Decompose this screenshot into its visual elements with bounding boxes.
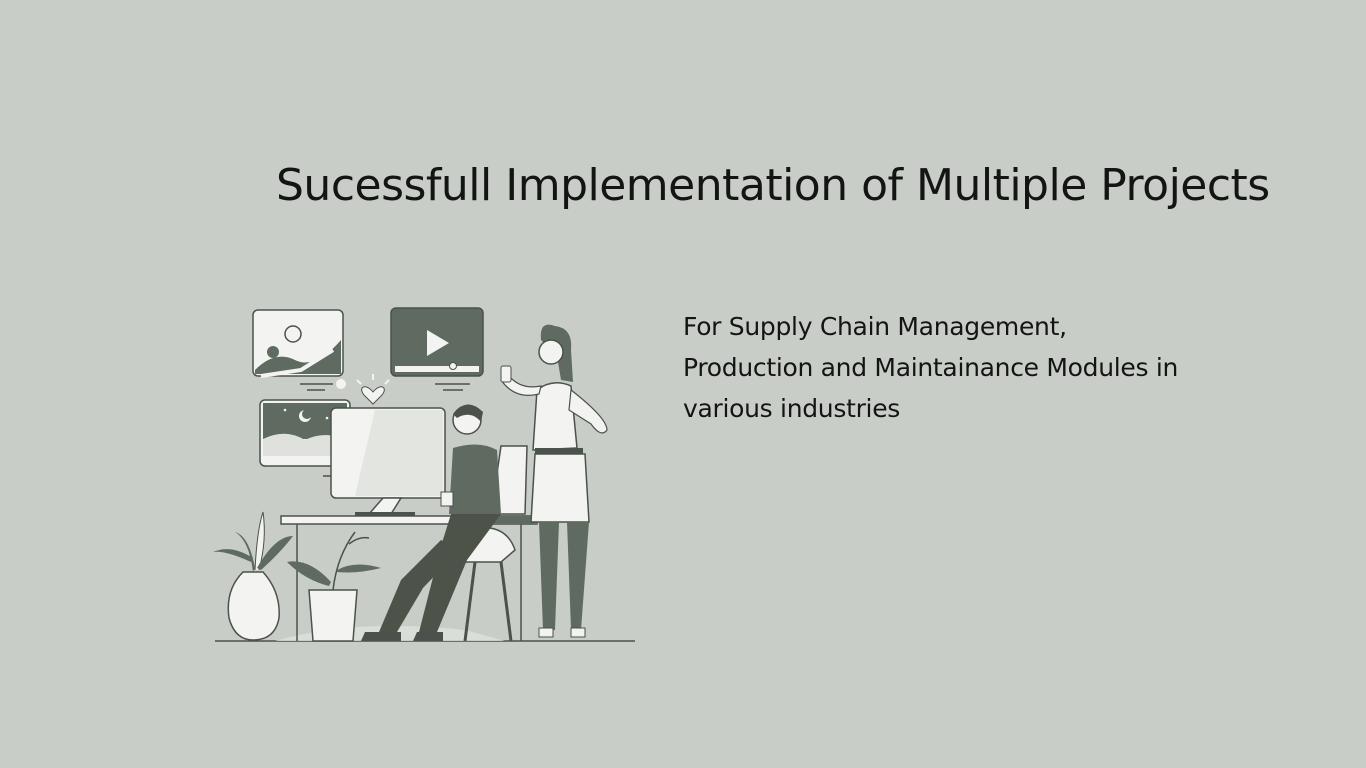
- pot-plant: [287, 531, 381, 642]
- video-play-icon: [390, 307, 484, 377]
- description-line: For Supply Chain Management,: [683, 312, 1067, 341]
- slide-description: For Supply Chain Management, Production …: [683, 306, 1283, 429]
- seated-person: [361, 404, 528, 642]
- office-illustration: [213, 307, 635, 642]
- slide-title: Sucessfull Implementation of Multiple Pr…: [276, 160, 1270, 211]
- image-card-icon: [252, 309, 344, 378]
- standing-person: [500, 324, 608, 638]
- desk: [280, 515, 538, 641]
- description-line: Production and Maintainance Modules in: [683, 353, 1179, 382]
- vase-plant: [213, 511, 293, 641]
- monitor: [330, 407, 446, 516]
- description-line: various industries: [683, 394, 901, 423]
- heart-icon: [356, 374, 390, 405]
